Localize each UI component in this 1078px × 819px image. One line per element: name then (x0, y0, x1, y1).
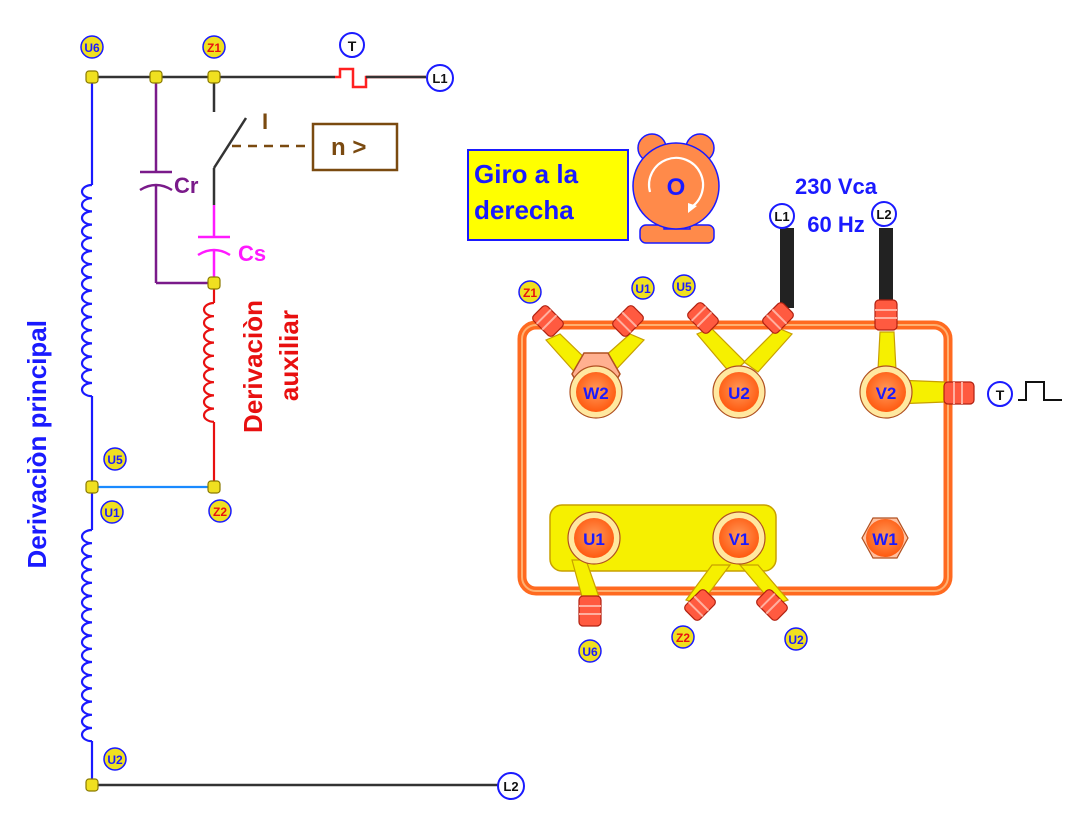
start-cap-label: Cs (238, 241, 266, 266)
lead-badge-u6: U6 (578, 639, 602, 663)
speed-box-label: n > (331, 134, 366, 161)
terminal-v1: V1 (712, 511, 766, 565)
aux-winding (202, 283, 216, 487)
badge-l2: L2 (497, 772, 525, 800)
terminal-box (517, 320, 953, 596)
svg-text:Z1: Z1 (207, 41, 221, 55)
badge-u6: U6 (80, 35, 104, 59)
terminal-v2: V2 (859, 365, 913, 419)
run-capacitor (139, 77, 214, 285)
badge-z1: Z1 (202, 35, 226, 59)
svg-text:derecha: derecha (474, 195, 574, 225)
svg-text:Giro a la: Giro a la (474, 159, 579, 189)
rotation-motor-icon: O (632, 133, 720, 244)
badge-z2: Z2 (208, 499, 232, 523)
run-cap-label: Cr (174, 173, 199, 198)
svg-text:U6: U6 (84, 41, 100, 55)
badge-u2: U2 (103, 747, 127, 771)
supply-voltage: 230 Vca (795, 174, 878, 199)
badge-l1: L1 (426, 64, 454, 92)
svg-text:T: T (996, 387, 1005, 403)
lead-badge-z2: Z2 (671, 625, 695, 649)
terminal-u2: U2 (712, 365, 766, 419)
lead-badge-u2: U2 (784, 627, 808, 651)
lead-badge-u5: U5 (672, 274, 696, 298)
svg-text:U6: U6 (582, 645, 598, 659)
schematic (80, 67, 498, 792)
aux-winding-label: Derivaciòn auxiliar (238, 300, 304, 433)
badge-u1: U1 (100, 500, 124, 524)
svg-text:Z2: Z2 (676, 631, 690, 645)
thermal-badge: T (987, 381, 1013, 407)
rotation-panel: Giro a la derecha (467, 149, 629, 241)
supply-frequency: 60 Hz (807, 212, 864, 237)
thermal-protector-symbol (335, 67, 426, 89)
centrifugal-switch (212, 77, 248, 205)
svg-text:W2: W2 (583, 384, 609, 403)
svg-text:U5: U5 (676, 280, 692, 294)
svg-text:Derivaciòn principal: Derivaciòn principal (22, 320, 52, 569)
l2-cable (879, 228, 893, 300)
l1-cable (780, 228, 794, 308)
svg-text:Z1: Z1 (523, 286, 537, 300)
svg-text:auxiliar: auxiliar (274, 310, 304, 401)
svg-text:T: T (348, 38, 357, 54)
svg-text:W1: W1 (872, 530, 898, 549)
badge-u5: U5 (103, 447, 127, 471)
lead-badge-z1: Z1 (518, 280, 542, 304)
speed-sensor-box (311, 122, 399, 172)
svg-text:U5: U5 (107, 453, 123, 467)
terminal-w2: W2 (569, 352, 623, 419)
thermal-pulse-icon (1018, 381, 1062, 401)
svg-text:U2: U2 (728, 384, 750, 403)
svg-text:V2: V2 (876, 384, 897, 403)
svg-text:U2: U2 (788, 633, 804, 647)
lead-bolts (532, 299, 975, 627)
svg-text:L1: L1 (432, 71, 447, 86)
badge-t: T (339, 32, 365, 58)
svg-text:Derivaciòn: Derivaciòn (238, 300, 268, 433)
start-capacitor (197, 205, 231, 283)
svg-text:U1: U1 (635, 282, 651, 296)
lead-badge-u1: U1 (631, 276, 655, 300)
terminal-u1: U1 (567, 511, 621, 565)
svg-text:O: O (667, 174, 686, 201)
terminal-w1: W1 (861, 517, 909, 559)
svg-text:V1: V1 (729, 530, 750, 549)
svg-text:L1: L1 (774, 209, 789, 224)
supply-badge-l2: L2 (871, 201, 897, 227)
supply-badge-l1: L1 (769, 203, 795, 229)
svg-text:L2: L2 (503, 779, 518, 794)
svg-text:U1: U1 (104, 506, 120, 520)
svg-text:L2: L2 (876, 207, 891, 222)
main-winding (80, 77, 94, 785)
junction-dots (85, 70, 221, 792)
svg-text:U1: U1 (583, 530, 605, 549)
svg-text:Z2: Z2 (213, 505, 227, 519)
svg-text:U2: U2 (107, 753, 123, 767)
main-winding-label: Derivaciòn principal (22, 320, 52, 569)
switch-label: I (262, 109, 268, 134)
